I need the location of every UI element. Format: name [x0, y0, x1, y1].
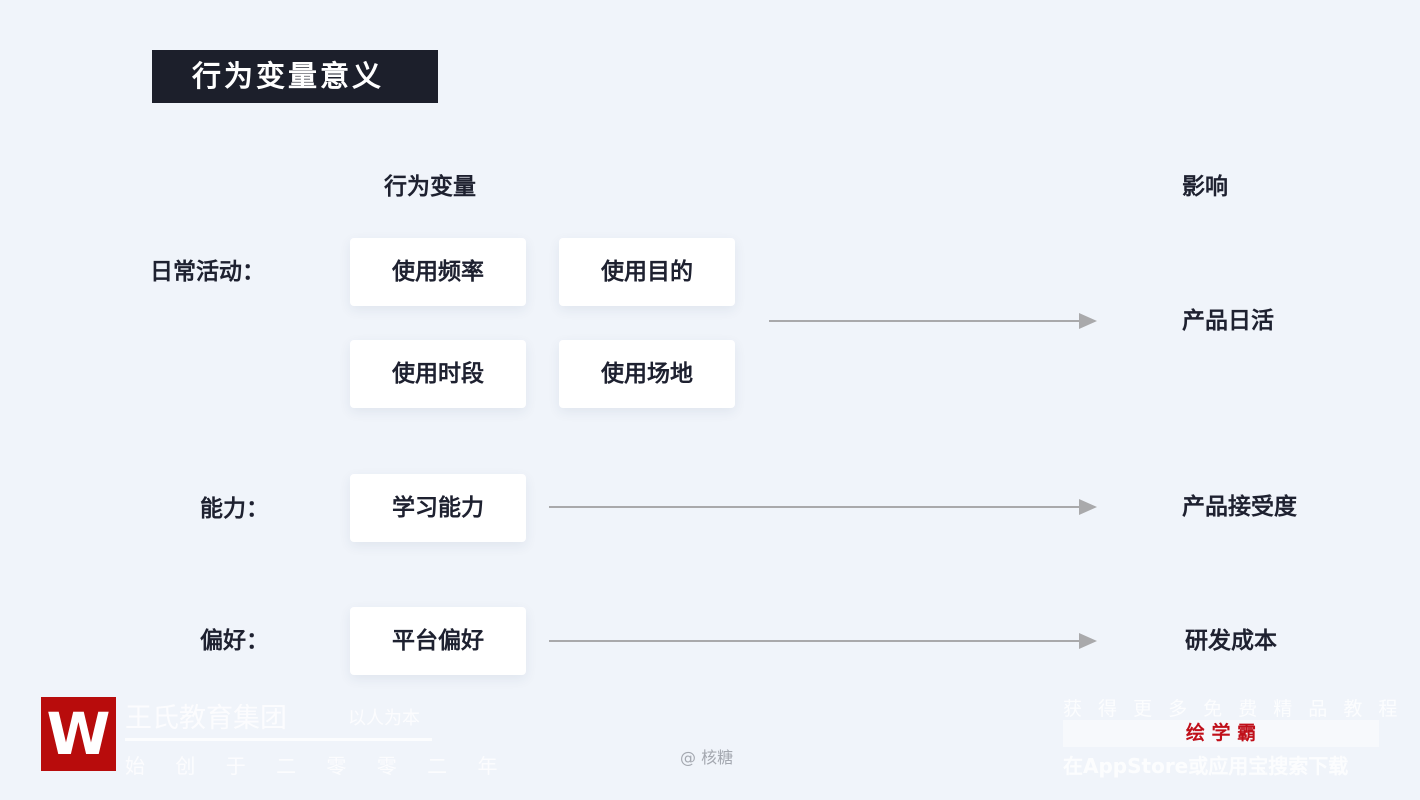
- brand-banner: 绘 学 霸: [1063, 720, 1379, 747]
- row-label-preference: 偏好：: [200, 628, 269, 654]
- impact-daily-active: 产品日活: [1182, 308, 1274, 334]
- wang-logo-icon: W: [41, 697, 116, 771]
- promo-top: 获 得 更 多 免 费 精 品 教 程: [1063, 698, 1403, 720]
- card-usage-place: 使用场地: [559, 340, 735, 408]
- watermark-divider: [125, 738, 432, 741]
- impact-acceptance: 产品接受度: [1182, 494, 1297, 520]
- arrow-daily: [769, 313, 1097, 329]
- org-name: 王氏教育集团: [125, 703, 287, 734]
- org-founded: 始 创 于 二 零 零 二 年: [125, 754, 510, 778]
- org-motto: 以人为本: [348, 708, 420, 729]
- card-usage-frequency: 使用频率: [350, 238, 526, 306]
- author-credit: @ 核糖: [680, 748, 734, 767]
- row-label-daily: 日常活动：: [150, 259, 265, 285]
- card-usage-purpose: 使用目的: [559, 238, 735, 306]
- row-label-ability: 能力：: [200, 496, 269, 522]
- impact-header: 影响: [1182, 174, 1228, 200]
- arrow-preference: [549, 633, 1097, 649]
- arrow-ability: [549, 499, 1097, 515]
- card-platform-preference: 平台偏好: [350, 607, 526, 675]
- card-learning-ability: 学习能力: [350, 474, 526, 542]
- card-usage-time: 使用时段: [350, 340, 526, 408]
- page-title: 行为变量意义: [152, 50, 438, 103]
- impact-dev-cost: 研发成本: [1185, 628, 1277, 654]
- promo-bottom: 在AppStore或应用宝搜索下载: [1063, 754, 1349, 778]
- variables-header: 行为变量: [384, 174, 476, 200]
